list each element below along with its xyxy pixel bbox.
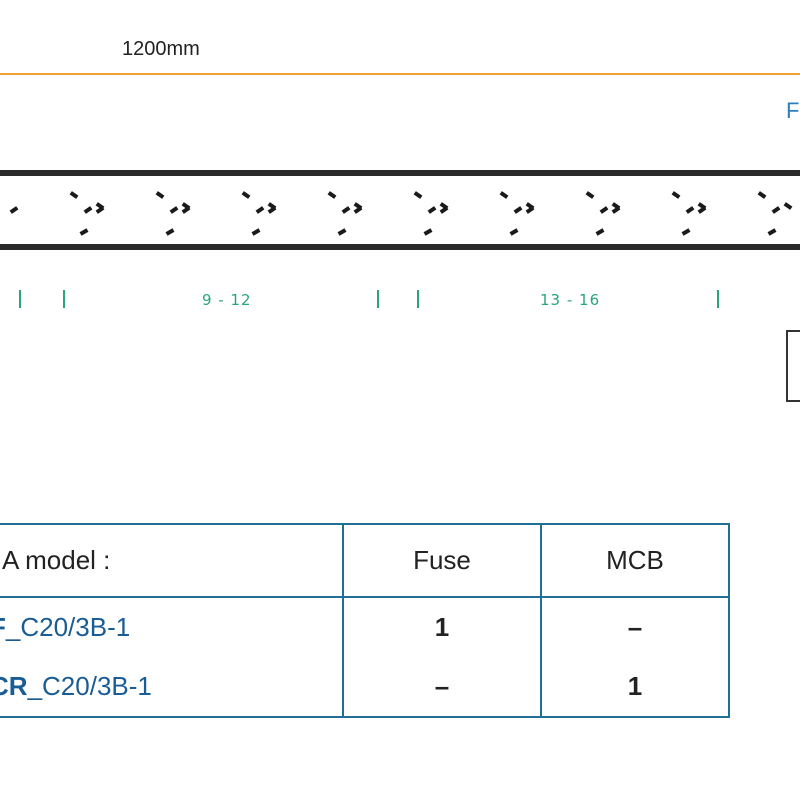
channel-tick [19, 290, 21, 308]
strip-dash [439, 206, 449, 214]
strip-dash [611, 206, 621, 214]
strip-dash [697, 206, 707, 214]
strip-dash [241, 191, 251, 199]
strip-dash [427, 206, 437, 214]
strip-dash [83, 206, 93, 214]
strip-body [0, 176, 800, 244]
strip-dash [525, 206, 535, 214]
strip-dash [413, 191, 423, 199]
corner-letter: F [786, 98, 800, 123]
strip-dash [771, 206, 781, 214]
strip-dash [685, 206, 695, 214]
model-cell: F_C20/3B-1 [0, 597, 344, 657]
fuse-cell: – [343, 657, 542, 717]
strip-dash [599, 206, 609, 214]
strip-diagram [0, 170, 800, 250]
strip-dash [513, 206, 523, 214]
table-header-row: A model : Fuse MCB [0, 524, 729, 598]
strip-top-edge [0, 170, 800, 176]
strip-dash [585, 191, 595, 199]
model-cell: CR_C20/3B-1 [0, 657, 344, 717]
channel-tick [63, 290, 65, 308]
model-table: A model : Fuse MCB F_C20/3B-1 1 – CR_C20… [0, 523, 730, 718]
dimension-line [0, 73, 800, 75]
fuse-cell: 1 [343, 597, 542, 657]
strip-dash [499, 191, 509, 199]
strip-dash [169, 206, 179, 214]
strip-dash [681, 228, 691, 236]
strip-dash [69, 191, 79, 199]
strip-dash [595, 228, 605, 236]
strip-dash [267, 206, 277, 214]
strip-dash [327, 191, 337, 199]
header-model: A model : [0, 524, 344, 598]
strip-dash [757, 191, 767, 199]
channel-tick [377, 290, 379, 308]
strip-bottom-edge [0, 244, 800, 250]
strip-dash [9, 206, 19, 214]
channel-range-label: 13 - 16 [540, 291, 601, 309]
strip-dash [423, 228, 433, 236]
dimension-label: 1200mm [122, 38, 200, 60]
strip-dash [671, 191, 681, 199]
strip-dash [783, 202, 793, 210]
strip-dash [181, 206, 191, 214]
strip-dash [509, 228, 519, 236]
strip-dash [255, 206, 265, 214]
channel-tick [717, 290, 719, 308]
mcb-cell: 1 [627, 671, 643, 701]
table-row: CR_C20/3B-1 – 1 [0, 657, 729, 717]
connector-box [786, 330, 800, 402]
header-mcb: MCB [541, 524, 729, 598]
strip-dash [353, 206, 363, 214]
strip-dash [341, 206, 351, 214]
strip-dash [79, 228, 89, 236]
strip-dash [155, 191, 165, 199]
strip-dash [767, 228, 777, 236]
table-row: F_C20/3B-1 1 – [0, 597, 729, 657]
header-fuse: Fuse [343, 524, 542, 598]
mcb-cell: – [627, 612, 643, 642]
strip-dash [251, 228, 261, 236]
channel-range-label: 9 - 12 [202, 291, 252, 309]
strip-dash [95, 206, 105, 214]
strip-dash [165, 228, 175, 236]
strip-pattern [9, 191, 793, 236]
strip-dash [337, 228, 347, 236]
channel-tick [417, 290, 419, 308]
